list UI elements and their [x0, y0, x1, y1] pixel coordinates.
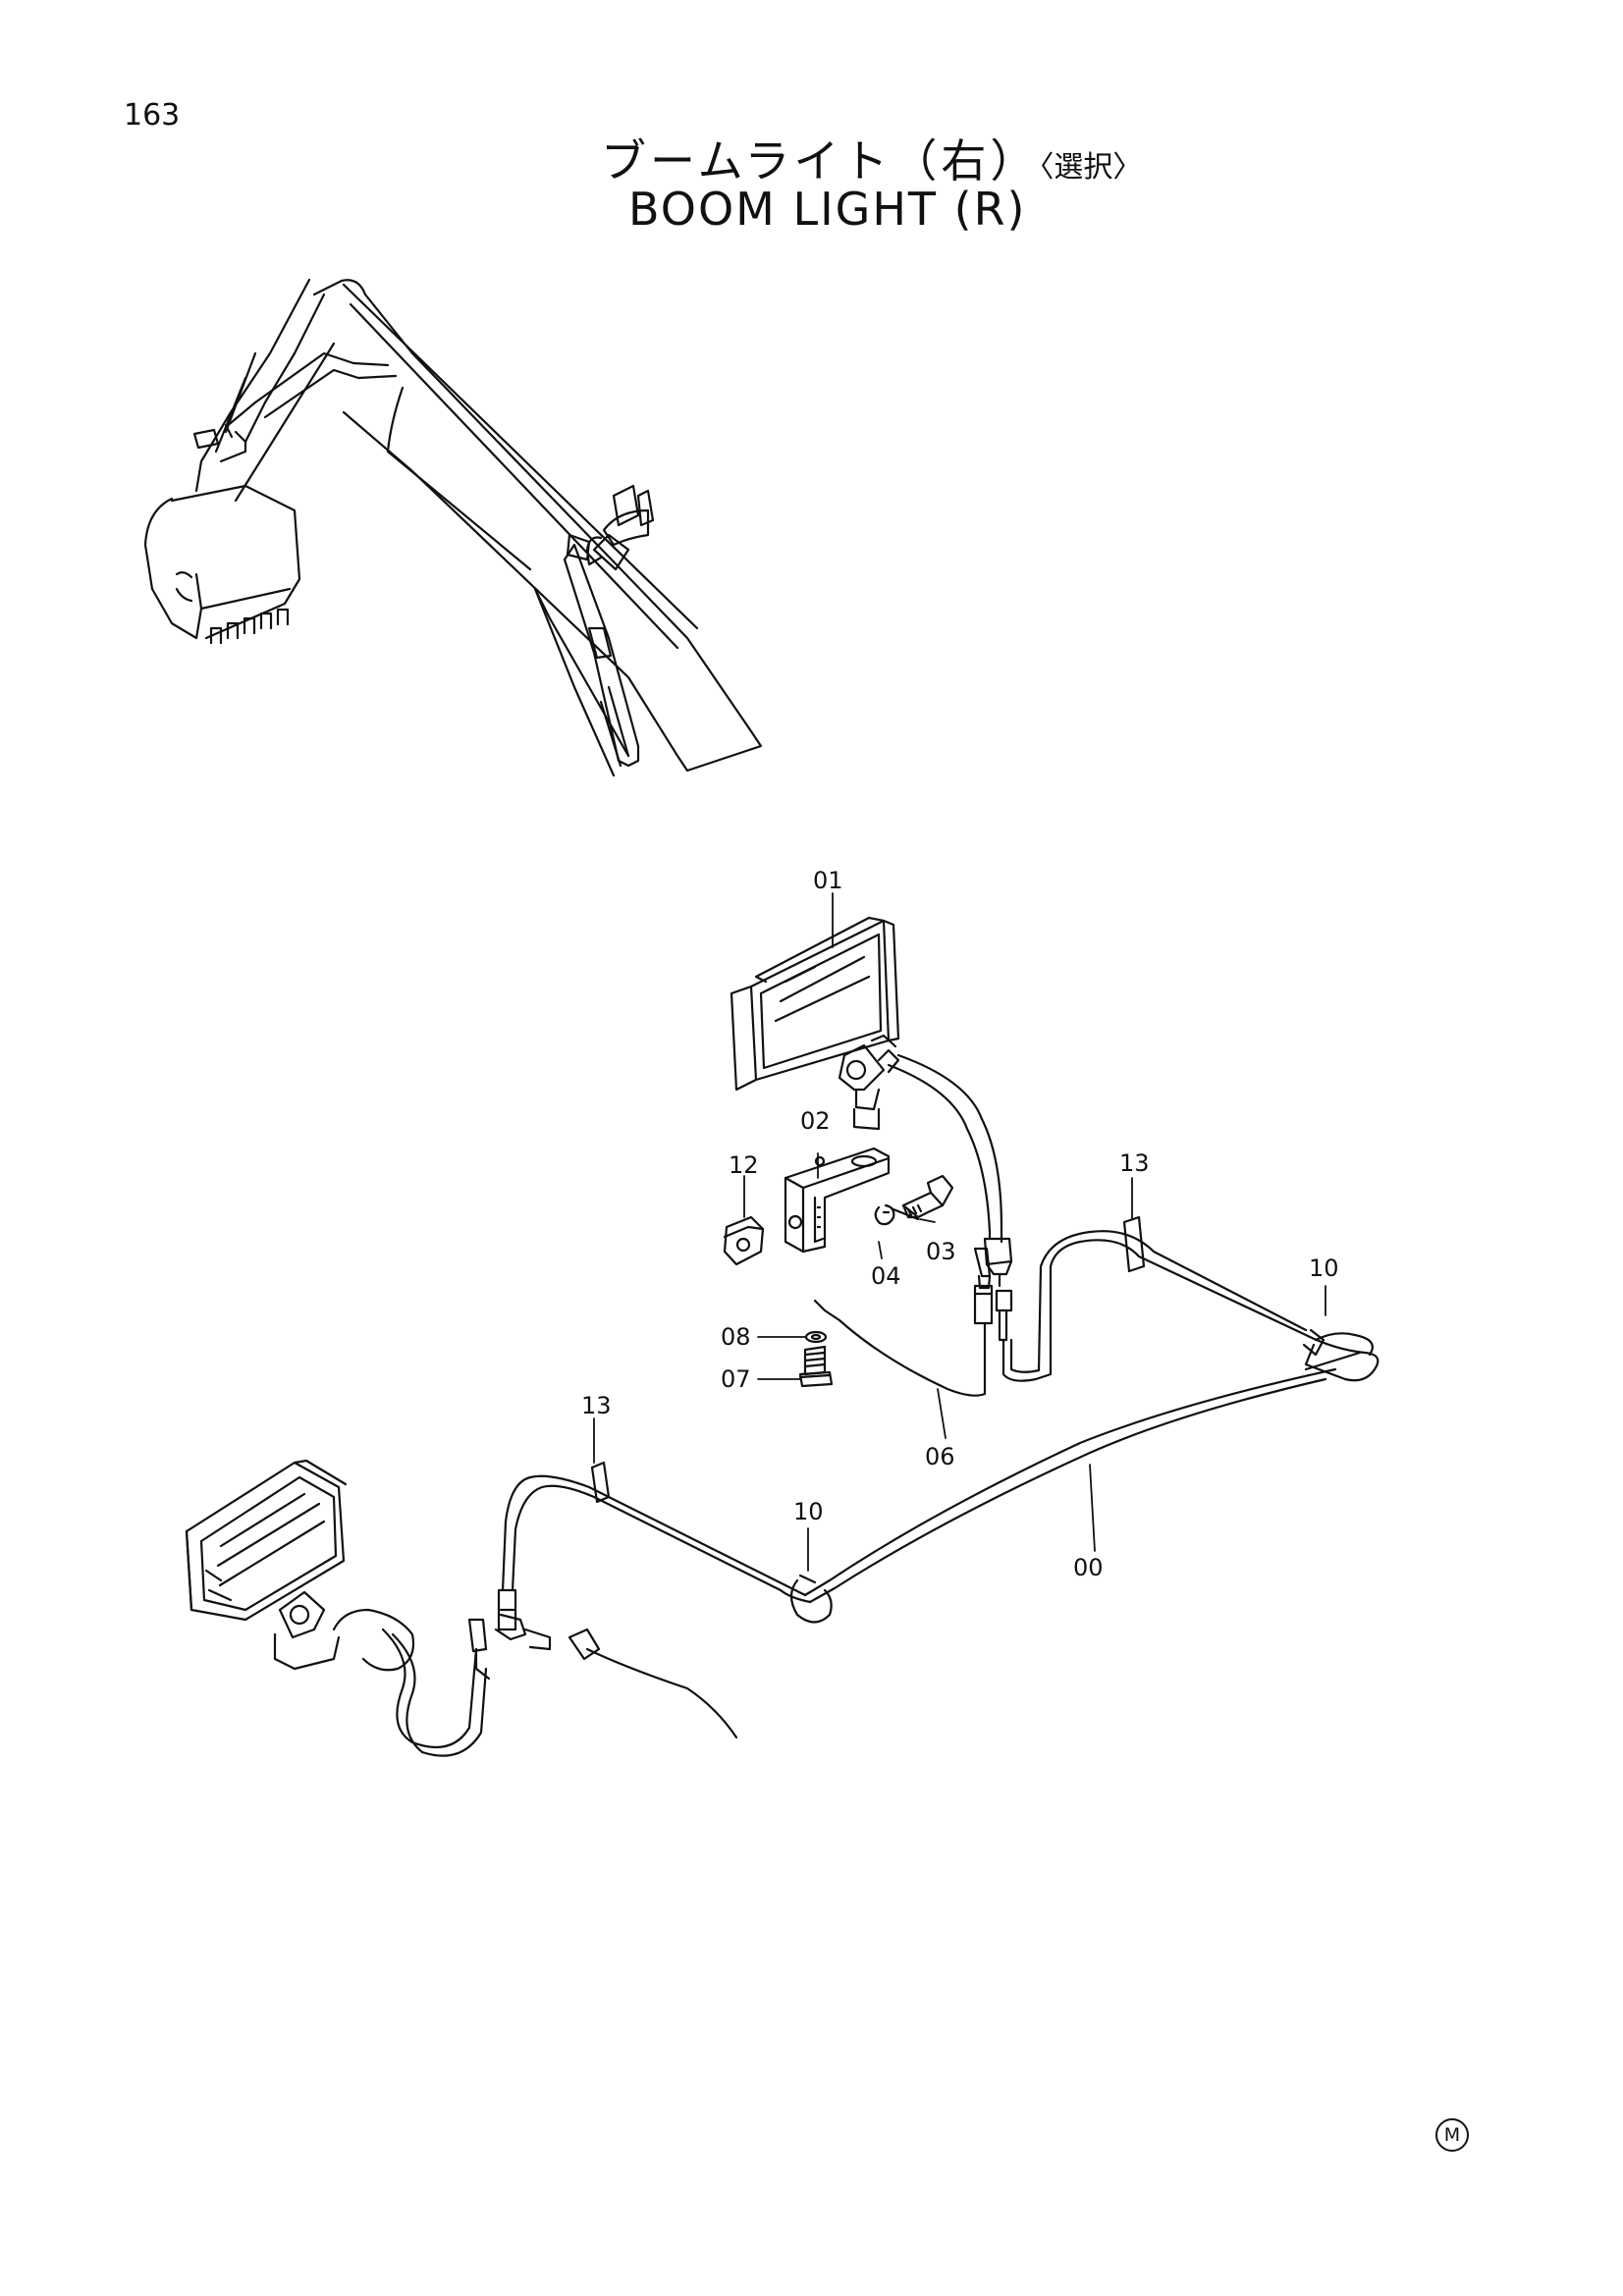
callout-08: 08 — [721, 1323, 751, 1351]
bracket-02 — [784, 1147, 891, 1254]
bolt-03 — [901, 1174, 954, 1219]
callout-06: 06 — [925, 1443, 955, 1470]
excavator-boom-illustration — [143, 278, 763, 777]
callout-04: 04 — [871, 1262, 901, 1290]
title-japanese-text: ブームライト（右） — [601, 134, 1040, 187]
callout-10-left: 10 — [793, 1498, 824, 1525]
screw-07 — [798, 1345, 834, 1388]
title-japanese: ブームライト（右）〈選択〉 — [601, 126, 1142, 190]
callout-12: 12 — [729, 1151, 759, 1179]
leader-lines — [593, 892, 1326, 1572]
callout-02: 02 — [800, 1107, 831, 1135]
washer-08 — [804, 1330, 828, 1344]
lock-washer-04 — [874, 1203, 920, 1226]
callout-labels: 01 02 12 03 04 13 10 08 07 06 13 10 00 — [581, 867, 1339, 1581]
callout-00: 00 — [1073, 1554, 1104, 1581]
callout-01: 01 — [813, 867, 843, 894]
callout-03: 03 — [926, 1238, 956, 1265]
catalog-mark-icon: M — [1435, 2118, 1469, 2152]
title-english: BOOM LIGHT (R) — [628, 183, 1027, 236]
nut-12 — [723, 1215, 765, 1266]
callout-10-right: 10 — [1309, 1255, 1339, 1282]
callout-13-left: 13 — [581, 1392, 612, 1419]
callout-13-right: 13 — [1119, 1149, 1150, 1177]
callout-07: 07 — [721, 1365, 751, 1393]
page-number: 163 — [124, 98, 181, 133]
title-japanese-note: 〈選択〉 — [1039, 150, 1143, 185]
work-light-left-illustration — [185, 1459, 491, 1757]
wire-harness — [494, 1053, 1380, 1739]
work-light-illustration — [730, 916, 900, 1131]
